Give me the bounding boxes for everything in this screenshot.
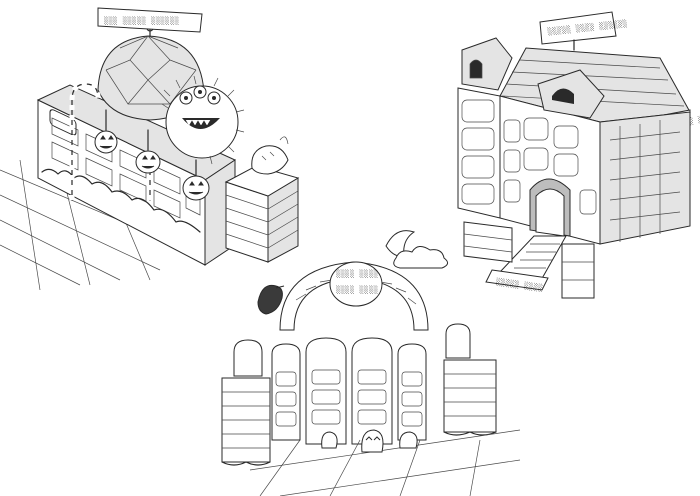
gate-panels [271,337,427,445]
floor-tiles [0,159,191,291]
kiosk-body [36,84,237,266]
side-shelf-unit [224,136,300,263]
house-left-tower [457,37,513,219]
house-front-facade [499,69,605,245]
pumpkin-lantern-3 [182,159,210,201]
gate-top-text-1: ░░░░ ░░░░ [336,269,378,278]
kiosk-header-text: ░░░ ░░░░░ ░░░░░░ [104,16,179,25]
small-figures [321,429,418,453]
pumpkin-lantern-2 [135,129,161,174]
haunted-house: ░░░░░ ░░░░ ░░░░░░ ░░░░ ░░░░ ░░░ [457,11,700,299]
gate-right-tombstone-tower [443,323,497,436]
gate-floor-tiles [249,429,521,496]
gate-top-sign: ░░░░ ░░░░ ░░░░ ░░░░ [329,261,383,307]
monster-kiosk: ░░░ ░░░░░ ░░░░░░ [0,7,300,291]
crow-figure [257,284,285,315]
house-side-panel-left [463,221,513,263]
fuzzy-monster [161,75,245,165]
house-header-sign: ░░░░░ ░░░░ ░░░░░░ [539,11,628,51]
gate-left-tombstone-tower [221,339,271,466]
house-side-panel-right [561,243,595,299]
gate-arch [279,261,429,331]
graveyard-gate: ░░░░ ░░░░ ░░░░ ░░░░ [221,230,521,496]
gate-top-text-2: ░░░░ ░░░░ [336,285,378,294]
moon-cloud [385,230,448,269]
kiosk-header-sign: ░░░ ░░░░░ ░░░░░░ [97,7,203,33]
candy-cane-left [69,81,101,201]
pumpkin-lantern-1 [94,109,118,154]
house-side-wall [599,111,691,245]
